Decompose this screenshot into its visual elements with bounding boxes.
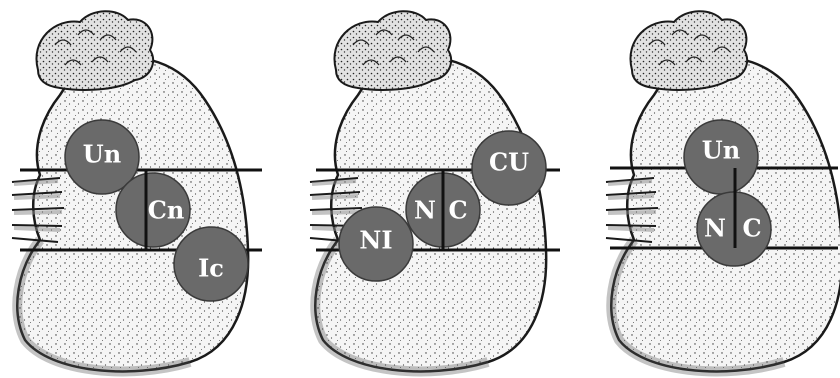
tumor-label: Un xyxy=(702,136,740,165)
tumor-label: Ic xyxy=(198,254,224,283)
adrenal-gland xyxy=(36,11,153,90)
panel-2: CU N C NI xyxy=(310,11,560,371)
tumor-circle-cn: Cn xyxy=(116,173,190,247)
tumor-circle-cu: CU xyxy=(472,131,546,205)
adrenal-gland xyxy=(630,11,747,90)
tumor-circle-ic: Ic xyxy=(174,227,248,301)
tumor-label-c: C xyxy=(448,196,467,225)
panel-3: Un N C xyxy=(606,11,840,371)
tumor-label: Cn xyxy=(148,196,185,225)
tumor-label: NI xyxy=(359,226,392,255)
tumor-circle-un: Un xyxy=(684,120,758,194)
tumor-label-n: N xyxy=(704,214,726,243)
panel-1: Un Cn Ic xyxy=(12,11,262,371)
tumor-label-n: N xyxy=(414,196,436,225)
adrenal-gland xyxy=(334,11,451,90)
tumor-circle-ni: NI xyxy=(339,207,413,281)
tumor-label-c: C xyxy=(742,214,761,243)
tumor-label: CU xyxy=(489,148,529,177)
tumor-label: Un xyxy=(83,140,121,169)
